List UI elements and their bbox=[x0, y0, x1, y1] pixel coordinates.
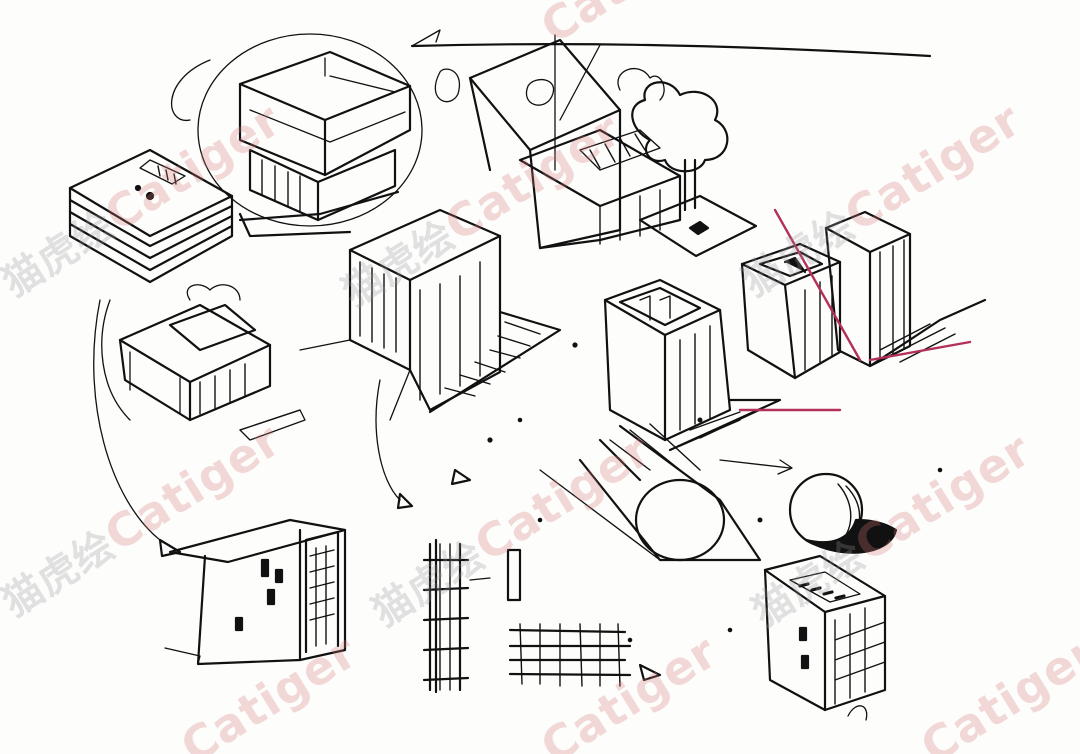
stacked-boxes-sketch bbox=[171, 33, 423, 238]
courtyard-box-sketch bbox=[101, 284, 306, 441]
horizon-line bbox=[410, 29, 932, 58]
central-box-sketch bbox=[299, 208, 562, 421]
facade-box-sketch bbox=[164, 518, 347, 666]
tree-sketch bbox=[617, 68, 729, 212]
perforated-box-sketch bbox=[763, 554, 887, 721]
layered-slab-sketch bbox=[68, 148, 234, 284]
direction-arrows bbox=[93, 299, 793, 682]
ink-speckles bbox=[487, 342, 943, 643]
sphere-sketch bbox=[788, 472, 898, 554]
cylinder-sketch bbox=[539, 423, 762, 562]
twin-boxes-sketch bbox=[740, 208, 987, 380]
void-box-sketch bbox=[603, 278, 842, 452]
screen-study-sketch bbox=[422, 538, 632, 694]
gable-house-sketch bbox=[434, 34, 758, 258]
